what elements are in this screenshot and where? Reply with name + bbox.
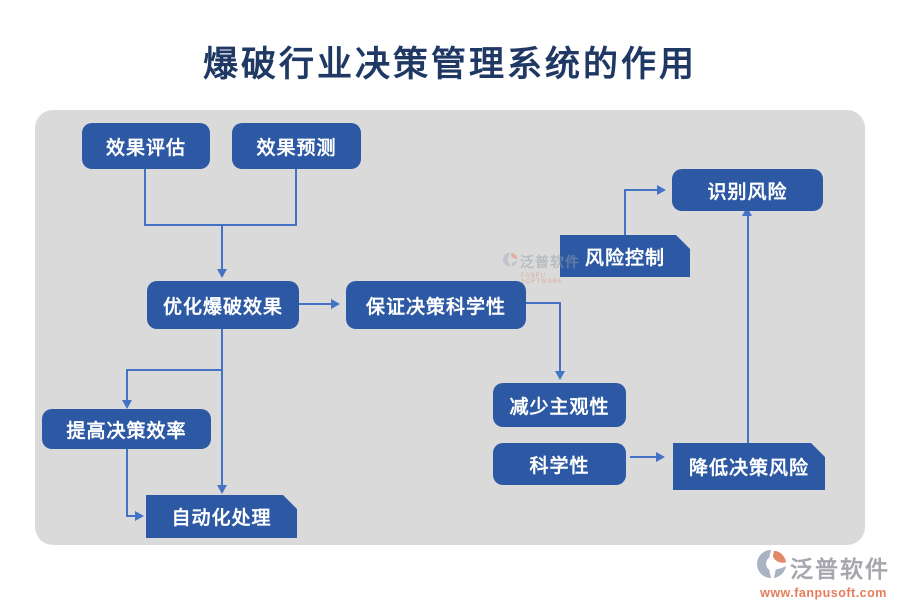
node-reduce-subjectivity: 减少主观性 bbox=[493, 383, 626, 427]
arrowhead-to-identify-risk-left bbox=[657, 185, 666, 195]
vendor-logo-url: www.fanpusoft.com bbox=[760, 586, 887, 600]
arrowhead-to-automation-left bbox=[135, 511, 144, 521]
node-reduce-decision-risk: 降低决策风险 bbox=[673, 443, 825, 490]
page-title: 爆破行业决策管理系统的作用 bbox=[202, 45, 697, 84]
node-automated-processing: 自动化处理 bbox=[146, 495, 297, 538]
arrowhead-to-reduce-subjectivity bbox=[555, 371, 565, 380]
vendor-logo-name: 泛普软件 bbox=[790, 555, 890, 582]
connector-ensure-right bbox=[526, 302, 561, 304]
node-effect-prediction: 效果预测 bbox=[232, 123, 361, 169]
vendor-logo-icon bbox=[757, 548, 787, 585]
node-optimize-blast-effect: 优化爆破效果 bbox=[147, 281, 299, 329]
node-improve-decision-efficiency: 提高决策效率 bbox=[42, 409, 211, 449]
arrowhead-to-reduce-decision-risk bbox=[656, 452, 665, 462]
connector-risk-control-up bbox=[624, 190, 626, 235]
node-scientific: 科学性 bbox=[493, 443, 626, 485]
connector-risk-up bbox=[747, 215, 749, 443]
connector-efficiency-right bbox=[126, 515, 136, 517]
connector-efficiency-down bbox=[126, 449, 128, 517]
arrowhead-to-identify-risk-bottom bbox=[742, 207, 752, 216]
node-ensure-scientific-decision: 保证决策科学性 bbox=[346, 281, 526, 329]
connector-scientific-to-risk bbox=[630, 456, 657, 458]
connector-branch-down bbox=[126, 369, 128, 401]
arrowhead-to-automation-top bbox=[217, 485, 227, 494]
connector-optimize-to-ensure bbox=[299, 303, 332, 305]
watermark-logo-icon bbox=[503, 252, 518, 272]
connector-prediction-down bbox=[295, 169, 297, 226]
node-identify-risk: 识别风险 bbox=[672, 169, 823, 211]
arrowhead-to-ensure bbox=[331, 299, 340, 309]
watermark-text: 泛普软件 bbox=[520, 254, 580, 270]
connector-join-to-optimize bbox=[221, 226, 223, 270]
connector-risk-control-right bbox=[624, 189, 658, 191]
connector-evaluation-down bbox=[144, 169, 146, 226]
node-effect-evaluation: 效果评估 bbox=[82, 123, 210, 169]
connector-ensure-down bbox=[559, 302, 561, 372]
vendor-logo: 泛普软件 www.fanpusoft.com bbox=[757, 548, 890, 600]
arrowhead-to-optimize bbox=[217, 269, 227, 278]
connector-optimize-down bbox=[221, 329, 223, 486]
connector-branch-horizontal bbox=[126, 369, 223, 371]
watermark-subtext: FANPU SOFTWARE bbox=[521, 273, 563, 285]
watermark: 泛普软件 FANPU SOFTWARE bbox=[503, 252, 587, 285]
connector-join-horizontal bbox=[144, 224, 297, 226]
arrowhead-to-efficiency bbox=[122, 400, 132, 409]
node-risk-control: 风险控制 bbox=[560, 235, 690, 277]
